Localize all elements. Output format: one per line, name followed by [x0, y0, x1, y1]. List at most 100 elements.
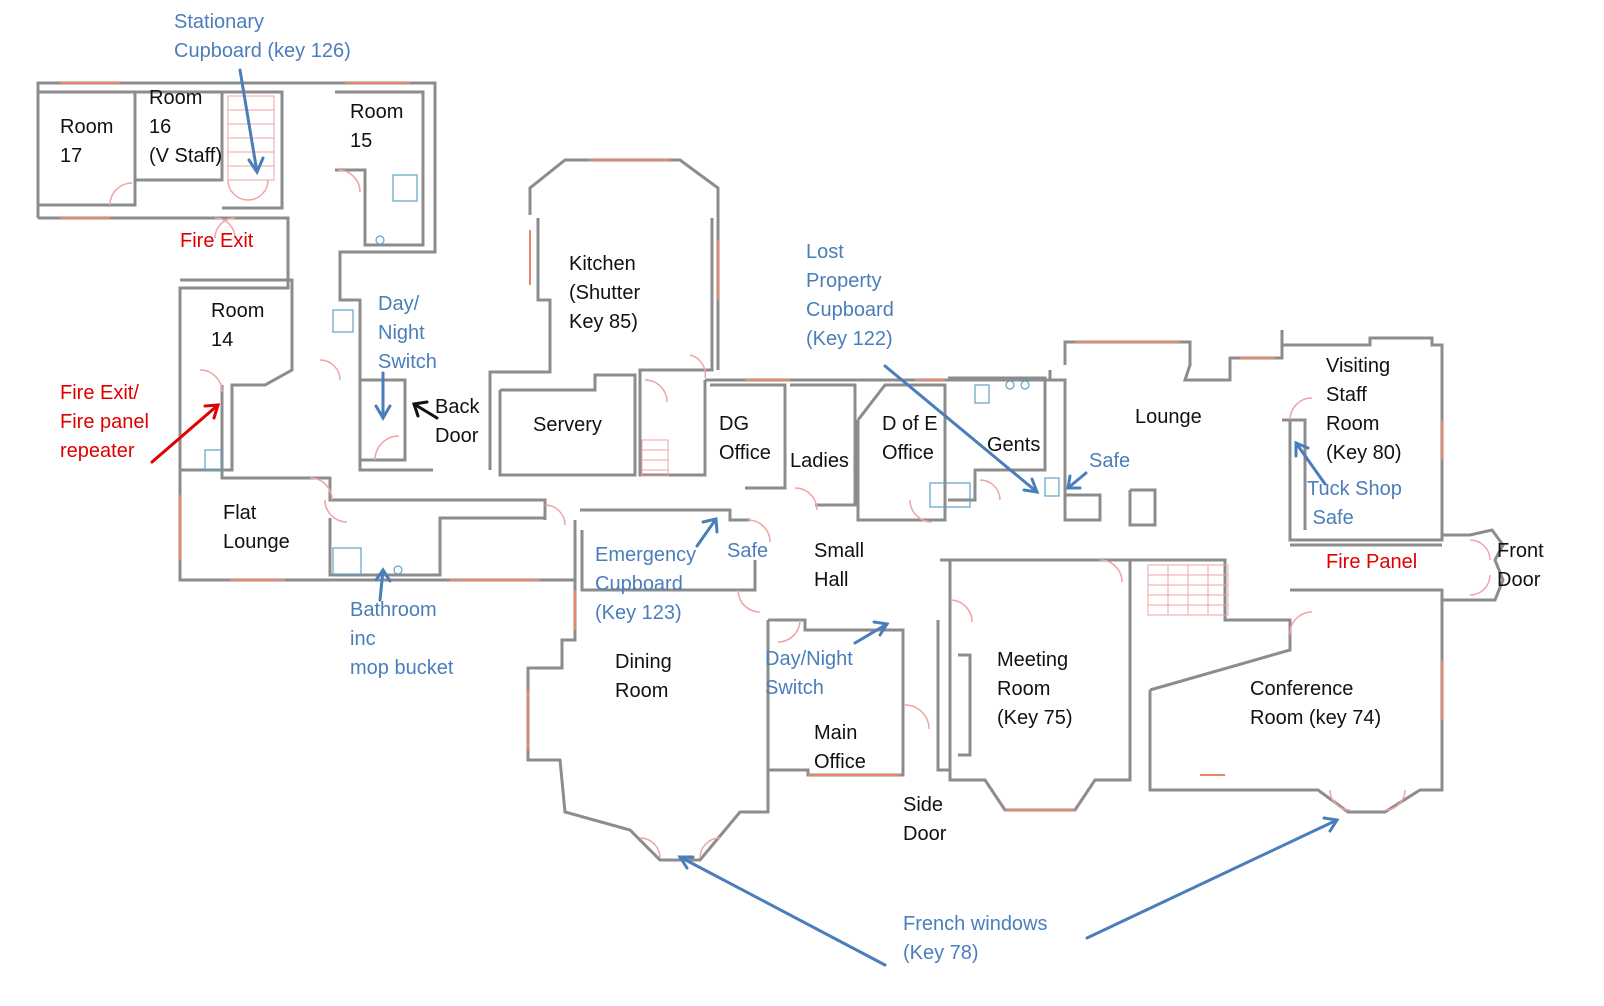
door-french-conference: [1329, 789, 1406, 811]
wall-meeting-inner: [958, 653, 972, 757]
wall-lounge-inner: [1040, 378, 1102, 522]
safe-note-small-hall: Safe: [727, 540, 769, 562]
flat-lounge-label: Flat Lounge: [223, 502, 290, 553]
wall-lounge: [1063, 330, 1284, 382]
wall-conference: [1148, 588, 1444, 814]
wall-room16: [135, 90, 224, 182]
door-corridor-1: [319, 359, 341, 381]
basin-room15: [375, 235, 385, 245]
day-night-switch-note-2: Day/Night Switch: [765, 648, 853, 699]
door-gents: [979, 479, 1001, 501]
wall-side-door: [936, 620, 950, 772]
wall-small-hall: [580, 508, 750, 522]
main-office-label: Main Office: [814, 722, 866, 773]
door-corridor-west: [324, 499, 348, 523]
room-16-label: Room 16 (V Staff): [149, 87, 222, 167]
arrow-emergency-cupboard: [695, 517, 719, 548]
wall-room17: [38, 90, 137, 207]
arrow-tuck-shop: [1294, 440, 1327, 486]
ladies-label: Ladies: [790, 450, 849, 472]
door-d-of-e: [909, 499, 933, 523]
small-hall-label: Small Hall: [814, 540, 865, 591]
back-door-label: Back Door: [435, 396, 480, 447]
conference-room-label: Conference Room (key 74): [1250, 678, 1382, 729]
door-room15: [337, 169, 361, 193]
door-main-office: [777, 619, 801, 643]
stationary-cupboard-note: Stationary Cupboard (key 126): [174, 11, 351, 62]
visiting-staff-room-label: Visiting Staff Room (Key 80): [1326, 355, 1402, 464]
arrow-safe-lounge: [1066, 471, 1088, 490]
windows: [60, 82, 1443, 811]
basin-bathroom: [393, 565, 403, 575]
door-flat: [309, 477, 333, 501]
arrow-back-door: [412, 400, 439, 420]
wc-flat: [204, 449, 222, 471]
wall-lounge-pillar: [1128, 488, 1157, 527]
room-14-label: Room 14: [211, 300, 265, 351]
door-meeting-2: [1099, 559, 1123, 583]
shower-d-of-e: [929, 482, 971, 508]
wall-dining-inner: [580, 530, 757, 592]
arrow-stationary-cupboard: [238, 68, 265, 176]
wall-servery: [498, 373, 637, 477]
shower-room15: [392, 174, 418, 202]
gents-label: Gents: [987, 434, 1041, 456]
fire-exit-panel-label: Fire Exit/ Fire panel repeater: [60, 382, 149, 462]
wall-dg-office: [710, 383, 787, 490]
meeting-room-label: Meeting Room (Key 75): [997, 649, 1073, 729]
arrow-day-night-switch-1: [374, 371, 392, 421]
fixtures: [204, 174, 1060, 575]
wc-corridor: [332, 309, 354, 333]
door-side: [904, 704, 930, 730]
door-visiting: [1289, 397, 1313, 421]
lost-property-note: Lost Property Cupboard (Key 122): [806, 241, 894, 350]
door-back-lobby: [374, 435, 400, 461]
doors: [109, 169, 1491, 859]
wall-main-office: [766, 618, 905, 777]
fire-exit-label: Fire Exit: [180, 230, 254, 252]
french-windows-note: French windows (Key 78): [903, 913, 1048, 964]
door-small-hall: [747, 519, 771, 543]
wc-gents: [974, 384, 990, 404]
basin-gents-2: [1020, 380, 1030, 390]
arrow-fire-exit-panel: [150, 403, 221, 464]
basin-gents-1: [1005, 380, 1015, 390]
dg-office-label: DG Office: [719, 413, 771, 464]
emergency-cupboard-note: Emergency Cupboard (Key 123): [595, 544, 697, 624]
kitchen-label: Kitchen (Shutter Key 85): [569, 253, 641, 333]
walls: [36, 81, 1505, 862]
door-stationary: [227, 179, 269, 201]
door-meeting: [949, 599, 973, 623]
stairs: [227, 95, 1229, 616]
door-kitchen-east: [689, 354, 707, 379]
door-room14: [199, 369, 223, 393]
bathroom-note: Bathroom inc mop bucket: [350, 599, 454, 679]
wall-d-of-e: [856, 383, 947, 522]
room-17-label: Room 17: [60, 116, 114, 167]
front-door-label: Front Door: [1497, 540, 1544, 591]
wall-kitchen-inner: [488, 218, 552, 470]
safe-note-lounge: Safe: [1089, 450, 1131, 472]
dining-room-label: Dining Room: [615, 651, 672, 702]
door-front: [1469, 539, 1491, 596]
wall-front-porch: [1442, 528, 1505, 602]
arrow-day-night-switch-2: [853, 620, 890, 645]
d-of-e-office-label: D of E Office: [882, 413, 938, 464]
stair-kitchen: [641, 439, 669, 477]
side-door-label: Side Door: [903, 794, 947, 845]
arrow-bathroom: [374, 567, 392, 602]
door-small-hall-2: [737, 589, 761, 613]
shower-bathroom: [332, 547, 362, 575]
door-conference: [1289, 611, 1313, 636]
wall-visiting-staff: [1282, 336, 1444, 542]
wall-tuck-shop: [1290, 418, 1307, 530]
tuck-shop-safe-note: Tuck Shop Safe: [1307, 478, 1402, 529]
wall-kitchen: [528, 158, 720, 370]
wall-conference-stair: [1130, 558, 1292, 692]
door-french-dining: [639, 837, 721, 859]
wall-kitchen-east: [638, 218, 714, 477]
wall-room14: [180, 278, 294, 472]
wall-nw-wing: [36, 81, 437, 472]
wall-bathroom: [328, 516, 545, 577]
